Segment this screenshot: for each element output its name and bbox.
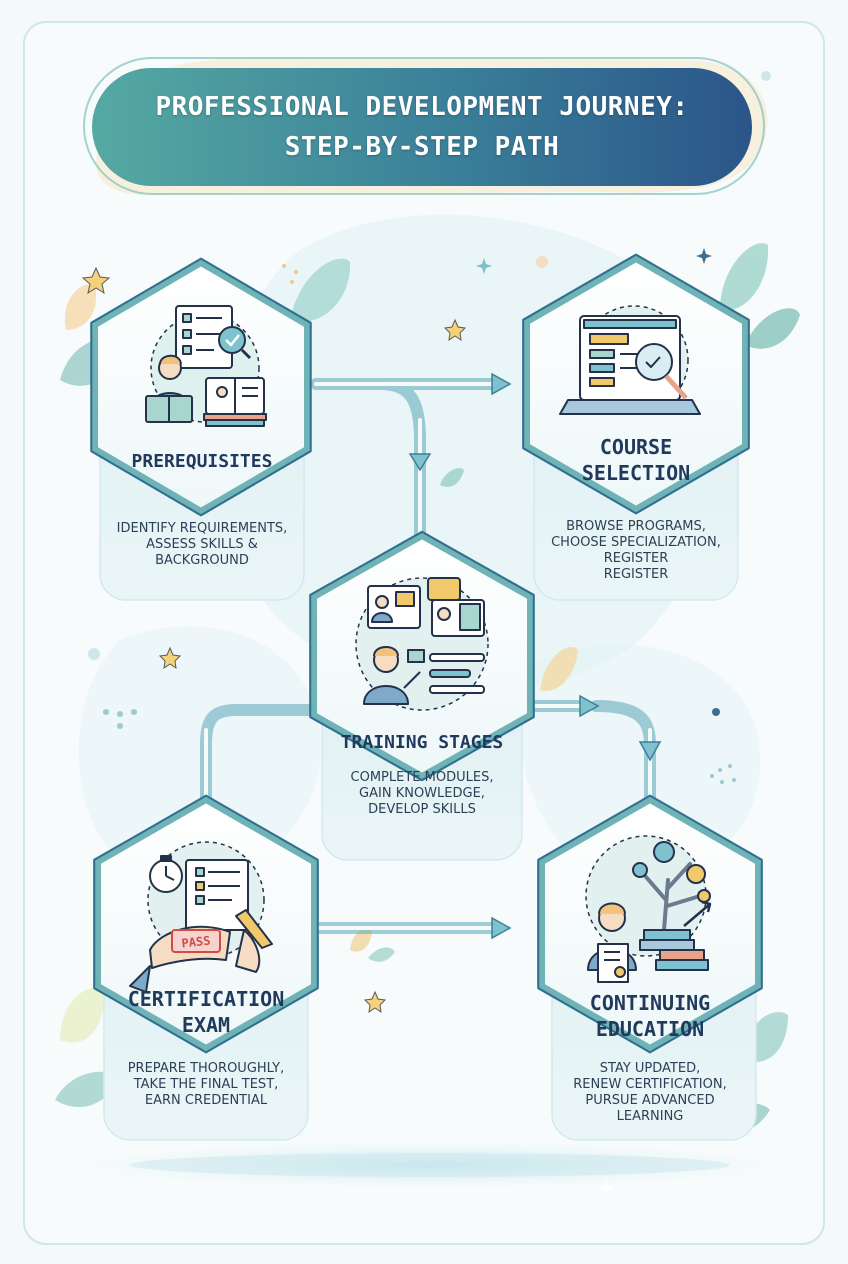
checklist-reader-books-icon — [145, 305, 267, 427]
step-desc-continuing-education: STAY UPDATED, RENEW CERTIFICATION, PURSU… — [573, 1061, 727, 1124]
step-title-training-stages: TRAINING STAGES — [340, 732, 504, 753]
arrow-heads — [408, 372, 662, 940]
step-title-certification-exam: CERTIFICATION EXAM — [127, 987, 285, 1037]
step-title-continuing-education: CONTINUING EDUCATION — [589, 991, 711, 1041]
step-title-course-selection: COURSE SELECTION — [581, 435, 691, 485]
step-desc-prerequisites: IDENTIFY REQUIREMENTS, ASSESS SKILLS & B… — [116, 521, 288, 568]
pass-exam-certificate-icon — [129, 841, 273, 993]
laptop-course-search-icon — [559, 305, 701, 415]
step-desc-course-selection: BROWSE PROGRAMS, CHOOSE SPECIALIZATION, … — [551, 519, 721, 582]
step-desc-training-stages: COMPLETE MODULES, GAIN KNOWLEDGE, DEVELO… — [350, 770, 494, 817]
step-desc-certification-exam: PREPARE THOROUGHLY, TAKE THE FINAL TEST,… — [127, 1061, 285, 1108]
online-training-presenter-icon — [355, 577, 489, 711]
growth-tree-learner-icon — [585, 835, 712, 983]
step-title-prerequisites: PREREQUISITES — [131, 451, 273, 472]
title-banner — [83, 57, 768, 196]
sparkle-decoration — [81, 71, 771, 1196]
